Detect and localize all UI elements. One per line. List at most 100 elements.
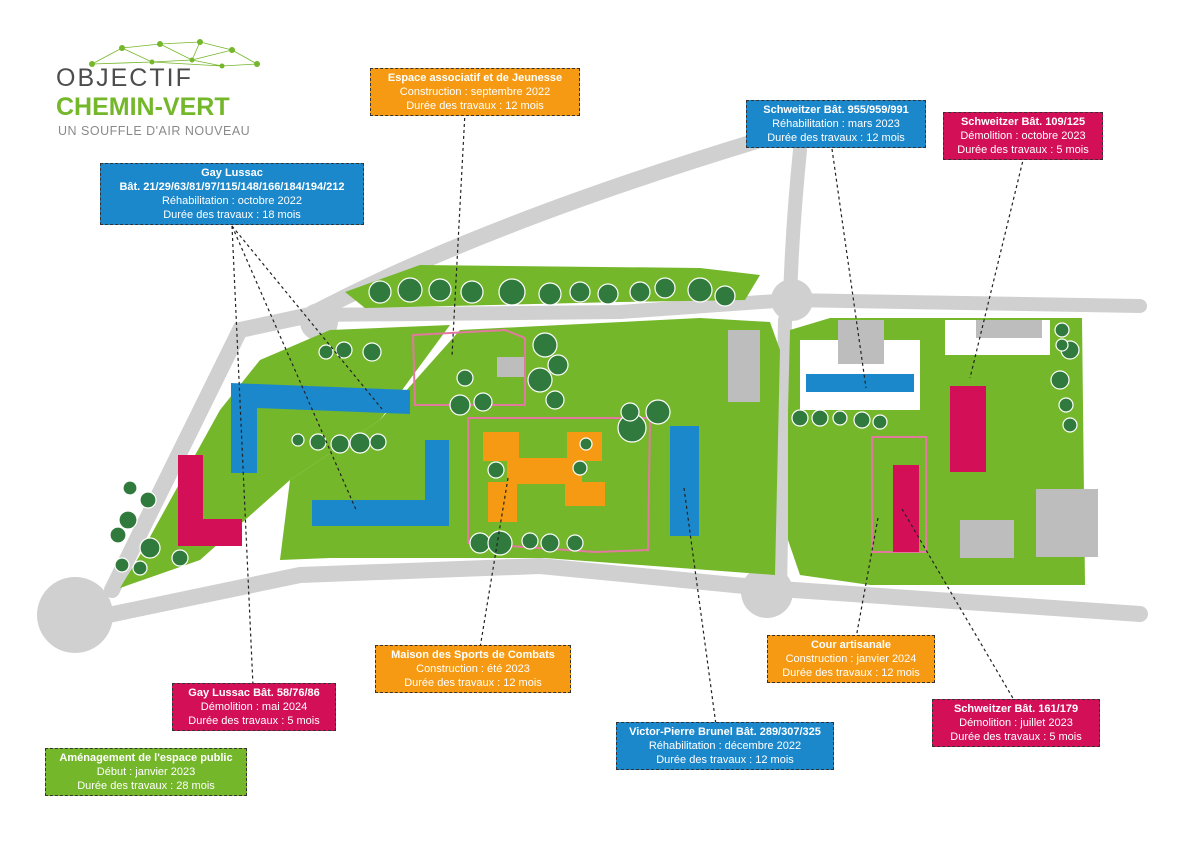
tree (538, 282, 562, 306)
label-line-2: Durée des travaux : 5 mois (950, 731, 1082, 743)
demolition-buildings (178, 386, 986, 552)
tree (545, 390, 565, 410)
tree (566, 534, 584, 552)
plot-maison-sports (467, 417, 652, 554)
tree (532, 332, 558, 358)
label-line-1: Réhabilitation : octobre 2022 (161, 195, 303, 207)
tree (397, 277, 423, 303)
rehab-buildings (231, 374, 914, 536)
tree (714, 285, 736, 307)
tree (114, 557, 130, 573)
blue-building-gl-1 (231, 383, 410, 473)
tree (109, 526, 127, 544)
logo-tagline: UN SOUFFLE D'AIR NOUVEAU (58, 124, 251, 138)
tree (349, 432, 371, 454)
label-line-2: Durée des travaux : 12 mois (404, 677, 542, 689)
label-gay-lussac: Gay Lussac Bât. 21/29/63/81/97/115/148/1… (100, 163, 364, 225)
red-building-sch-1 (950, 386, 986, 472)
label-espace-associatif: Espace associatif et de Jeunesse Constru… (370, 68, 580, 116)
label-schweitzer-161: Schweitzer Bât. 161/179 Démolition : jui… (932, 699, 1100, 747)
red-building-gl (178, 455, 242, 546)
grey-building-2 (728, 330, 760, 402)
plot-cour-artisanale (871, 436, 927, 553)
blue-building-sch (806, 374, 914, 392)
tree (687, 277, 713, 303)
label-line-2: Durée des travaux : 12 mois (406, 100, 544, 112)
tree (1062, 417, 1078, 433)
logo-line-2: CHEMIN-VERT (56, 93, 230, 121)
tree (318, 344, 334, 360)
label-line-2: Durée des travaux : 12 mois (767, 132, 905, 144)
tree (122, 480, 138, 496)
tree (456, 369, 474, 387)
road-cross-2 (773, 313, 792, 597)
grey-building-5 (960, 520, 1014, 558)
tree (572, 460, 588, 476)
tree (335, 341, 353, 359)
tree (487, 461, 505, 479)
roads (67, 132, 1148, 630)
label-title: Schweitzer Bât. 109/125 (960, 116, 1086, 128)
label-line-2: Durée des travaux : 12 mois (782, 667, 920, 679)
label-line-1: Réhabilitation : mars 2023 (772, 118, 900, 130)
label-title: Aménagement de l'espace public (59, 752, 233, 764)
label-title: Maison des Sports de Combats (391, 649, 555, 661)
plot-espace-assoc (411, 328, 526, 406)
tree (872, 414, 888, 430)
label-line-2: Durée des travaux : 28 mois (77, 780, 215, 792)
label-title: Gay Lussac Bât. 58/76/86 (188, 687, 320, 699)
tree (473, 392, 493, 412)
tree (330, 434, 350, 454)
label-line-1: Construction : septembre 2022 (399, 86, 551, 98)
road-cross (783, 143, 807, 307)
label-line-1: Démolition : mai 2024 (200, 701, 308, 713)
network-graphic (89, 39, 260, 69)
tree (362, 342, 382, 362)
tree (597, 283, 619, 305)
label-schweitzer-955: Schweitzer Bât. 955/959/991 Réhabilitati… (746, 100, 926, 148)
orange-building-maison (483, 432, 605, 522)
label-line-2: Durée des travaux : 12 mois (656, 754, 794, 766)
roundabout-s (741, 566, 793, 618)
label-maison-sports: Maison des Sports de Combats Constructio… (375, 645, 571, 693)
tree (645, 399, 671, 425)
tree (132, 560, 148, 576)
label-line-1: Réhabilitation : décembre 2022 (648, 740, 802, 752)
tree (1050, 370, 1070, 390)
tree (1058, 397, 1074, 413)
tree (527, 367, 553, 393)
trees (109, 277, 1080, 576)
plot-outlines (411, 328, 927, 554)
tree (469, 532, 491, 554)
label-title: Victor-Pierre Brunel Bât. 289/307/325 (629, 726, 821, 738)
label-title: Gay Lussac (201, 167, 263, 179)
label-title: Schweitzer Bât. 161/179 (953, 703, 1079, 715)
tree (487, 530, 513, 556)
tree (620, 402, 640, 422)
tree (498, 278, 526, 306)
tree (171, 549, 189, 567)
label-line-2: Durée des travaux : 5 mois (957, 144, 1089, 156)
logo: OBJECTIF CHEMIN-VERT UN SOUFFLE D'AIR NO… (52, 36, 262, 146)
road-south (67, 557, 1148, 630)
label-title: Schweitzer Bât. 955/959/991 (763, 104, 909, 116)
grey-building-4 (976, 320, 1042, 338)
tree (428, 278, 452, 302)
road-middle (303, 292, 1147, 322)
tree (832, 410, 848, 426)
tree (460, 280, 484, 304)
tree (547, 354, 569, 376)
tree (811, 409, 829, 427)
blue-building-gl-2 (312, 440, 449, 526)
tree (449, 394, 471, 416)
label-line-1: Début : janvier 2023 (96, 766, 196, 778)
label-line-1: Construction : janvier 2024 (785, 653, 917, 665)
label-victor-pierre-brunel: Victor-Pierre Brunel Bât. 289/307/325 Ré… (616, 722, 834, 770)
tree (853, 411, 871, 429)
tree (629, 281, 651, 303)
roundabouts (37, 279, 813, 653)
tree (139, 537, 161, 559)
tree (118, 510, 138, 530)
roundabout-sw (37, 577, 113, 653)
label-line-1: Démolition : octobre 2023 (960, 130, 1086, 142)
